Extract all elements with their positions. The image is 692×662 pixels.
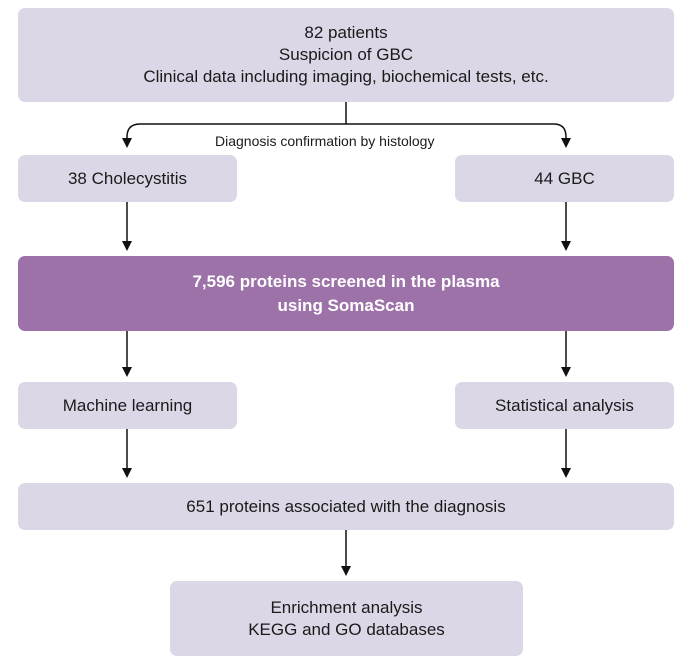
cholecystitis-box: 38 Cholecystitis	[18, 155, 237, 202]
enrichment-databases: KEGG and GO databases	[248, 619, 445, 639]
screening-line-1: 7,596 proteins screened in the plasma	[192, 271, 500, 291]
patients-clinical-data: Clinical data including imaging, biochem…	[143, 67, 549, 86]
patients-suspicion: Suspicion of GBC	[278, 45, 414, 64]
patients-box: 82 patients Suspicion of GBC Clinical da…	[18, 8, 674, 102]
split-label: Diagnosis confirmation by histology	[211, 132, 439, 150]
arrow-to-cholecystitis	[122, 123, 141, 148]
screening-box: 7,596 proteins screened in the plasma us…	[18, 256, 674, 331]
machine-learning-box: Machine learning	[18, 382, 237, 429]
statistical-analysis-box: Statistical analysis	[455, 382, 674, 429]
gbc-box: 44 GBC	[455, 155, 674, 202]
associated-proteins-box: 651 proteins associated with the diagnos…	[18, 483, 674, 530]
arrow-to-gbc	[553, 123, 571, 148]
enrichment-box: Enrichment analysis KEGG and GO database…	[170, 581, 523, 656]
patients-count: 82 patients	[304, 23, 388, 42]
enrichment-title: Enrichment analysis	[270, 597, 423, 617]
screening-line-2: using SomaScan	[277, 295, 415, 315]
split-connector	[140, 102, 554, 125]
